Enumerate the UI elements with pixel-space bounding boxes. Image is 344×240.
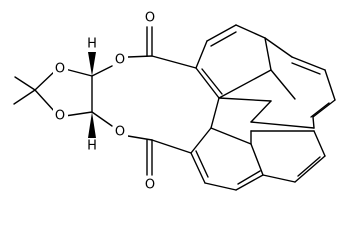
atom-labels: O O O O O O H H bbox=[53, 10, 158, 193]
upper-bond-10 bbox=[195, 67, 220, 99]
oxygen-label-o4: O bbox=[115, 125, 125, 140]
upper-bond-9 bbox=[270, 69, 296, 100]
bond-o1-c1 bbox=[64, 68, 93, 77]
oxygen-label-o6: O bbox=[145, 178, 155, 193]
oxygen-label-o5: O bbox=[145, 11, 155, 26]
label-bg-o1 bbox=[53, 61, 68, 77]
bond-c1-o3 bbox=[91, 65, 113, 77]
upper-aromatic-system bbox=[195, 24, 336, 118]
lower-aromatic-system bbox=[190, 127, 326, 191]
bridge-bond-3 bbox=[250, 100, 272, 123]
lower-bond-10 bbox=[313, 130, 326, 157]
upper-bond-3 bbox=[235, 24, 266, 39]
lower-bond-2 bbox=[190, 152, 206, 184]
lower-bond-6 bbox=[210, 127, 252, 145]
molecule-structure: O O O O O O H H bbox=[13, 10, 336, 193]
upper-bond-6-inner bbox=[291, 62, 321, 75]
lower-bond-9 bbox=[294, 155, 326, 183]
lower-bond-1 bbox=[190, 127, 212, 154]
upper-bond-12 bbox=[218, 69, 272, 99]
bond-o2-c2 bbox=[64, 111, 93, 117]
lower-bond-4-inner bbox=[237, 170, 261, 185]
methyl-bond-lower bbox=[13, 89, 36, 105]
stereo-bonds bbox=[88, 52, 96, 138]
upper-bond-5 bbox=[264, 37, 293, 58]
label-bg-o4 bbox=[113, 124, 128, 140]
bond-o4-carbonyl2 bbox=[127, 135, 153, 141]
oxygen-label-o2: O bbox=[55, 109, 65, 124]
label-bg-o2 bbox=[53, 108, 68, 124]
upper-bond-7 bbox=[324, 69, 336, 101]
bridge-bond-1 bbox=[210, 97, 220, 129]
lower-bond-9-inner bbox=[297, 156, 321, 177]
upper-bond-8-inner bbox=[310, 102, 330, 118]
dioxolane-ring bbox=[13, 68, 93, 117]
lower-bond-3 bbox=[204, 182, 237, 191]
lower-bond-2-inner bbox=[195, 150, 209, 178]
methyl-bond-upper bbox=[14, 76, 36, 91]
label-bg-o5 bbox=[143, 10, 158, 26]
oxygen-label-o3: O bbox=[115, 53, 125, 68]
upper-bond-11 bbox=[218, 97, 272, 102]
bridge-region bbox=[210, 97, 315, 132]
upper-bond-2-inner bbox=[210, 31, 237, 47]
upper-bond-8 bbox=[312, 99, 336, 118]
upper-bond-2 bbox=[206, 24, 237, 42]
molecule-canvas: O O O O O O H H bbox=[13, 10, 336, 193]
bridge-bond-2 bbox=[250, 121, 315, 129]
bond-o3-carbonyl1 bbox=[127, 55, 153, 58]
oxygen-label-o1: O bbox=[55, 62, 65, 77]
bond-c-o2 bbox=[34, 89, 56, 113]
hydrogen-label-h2: H bbox=[87, 139, 97, 154]
upper-bond-4 bbox=[264, 37, 272, 71]
label-bg-o6 bbox=[143, 177, 158, 193]
lower-bond-5 bbox=[250, 143, 264, 176]
hydrogen-label-h1: H bbox=[87, 37, 97, 52]
bond-c2-o4 bbox=[91, 111, 113, 127]
upper-bond-10-inner bbox=[201, 68, 223, 95]
lower-bond-4 bbox=[235, 174, 264, 191]
lower-bond-8 bbox=[262, 174, 296, 183]
bridge-bond-4 bbox=[312, 116, 315, 129]
bond-c-o1 bbox=[34, 70, 56, 91]
wedge-h1 bbox=[88, 52, 96, 76]
bond-carbonyl1-ring bbox=[151, 55, 197, 69]
upper-bond-6 bbox=[291, 56, 326, 71]
bond-carbonyl2-ring bbox=[151, 139, 192, 154]
label-bg-o3 bbox=[113, 52, 128, 68]
diester-ring bbox=[91, 26, 197, 176]
upper-bond-1 bbox=[195, 40, 208, 69]
wedge-h2 bbox=[88, 112, 96, 138]
